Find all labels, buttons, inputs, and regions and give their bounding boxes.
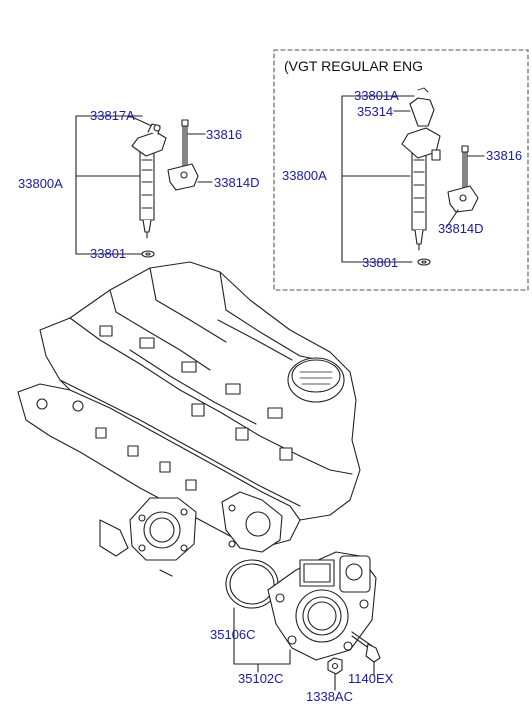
part-label-33814D-right: 33814D xyxy=(438,221,484,236)
part-label-33814D-left: 33814D xyxy=(214,175,260,190)
part-label-33800A-right: 33800A xyxy=(282,168,327,183)
part-label-33800A-left: 33800A xyxy=(18,176,63,191)
injector-body-right xyxy=(411,149,427,231)
throttle-body xyxy=(267,551,377,661)
part-label-33816-right: 33816 xyxy=(486,148,523,163)
clamp-right xyxy=(447,185,479,213)
part-label-1338AC: 1338AC xyxy=(306,689,353,704)
engine-cylinder-head xyxy=(39,261,361,521)
part-label-35106C: 35106C xyxy=(210,627,256,642)
part-label-33801-left: 33801 xyxy=(90,246,127,261)
leader-35102C xyxy=(233,607,291,673)
washer-left xyxy=(141,250,155,258)
part-label-35102C: 35102C xyxy=(238,671,284,686)
washer-right xyxy=(417,258,431,266)
part-label-33817A: 33817A xyxy=(90,108,135,123)
bolt-1140EX xyxy=(351,631,381,677)
part-label-33801A: 33801A xyxy=(354,88,399,103)
gasket-ring xyxy=(225,559,279,609)
intake-manifold xyxy=(17,383,301,577)
part-label-33801-right: 33801 xyxy=(362,255,399,270)
left-injector-assembly xyxy=(75,115,213,258)
nut-1338AC xyxy=(327,657,343,691)
part-label-35314: 35314 xyxy=(357,104,394,119)
injector-cover xyxy=(409,97,435,127)
right-injector-assembly xyxy=(341,87,485,266)
inset-title: (VGT REGULAR ENG xyxy=(284,58,423,74)
part-label-33816-left: 33816 xyxy=(206,127,243,142)
part-label-1140EX: 1140EX xyxy=(348,671,394,686)
inset-dashed-box xyxy=(273,49,529,291)
oil-filler-cap xyxy=(287,357,345,403)
clamp-left xyxy=(167,163,199,191)
